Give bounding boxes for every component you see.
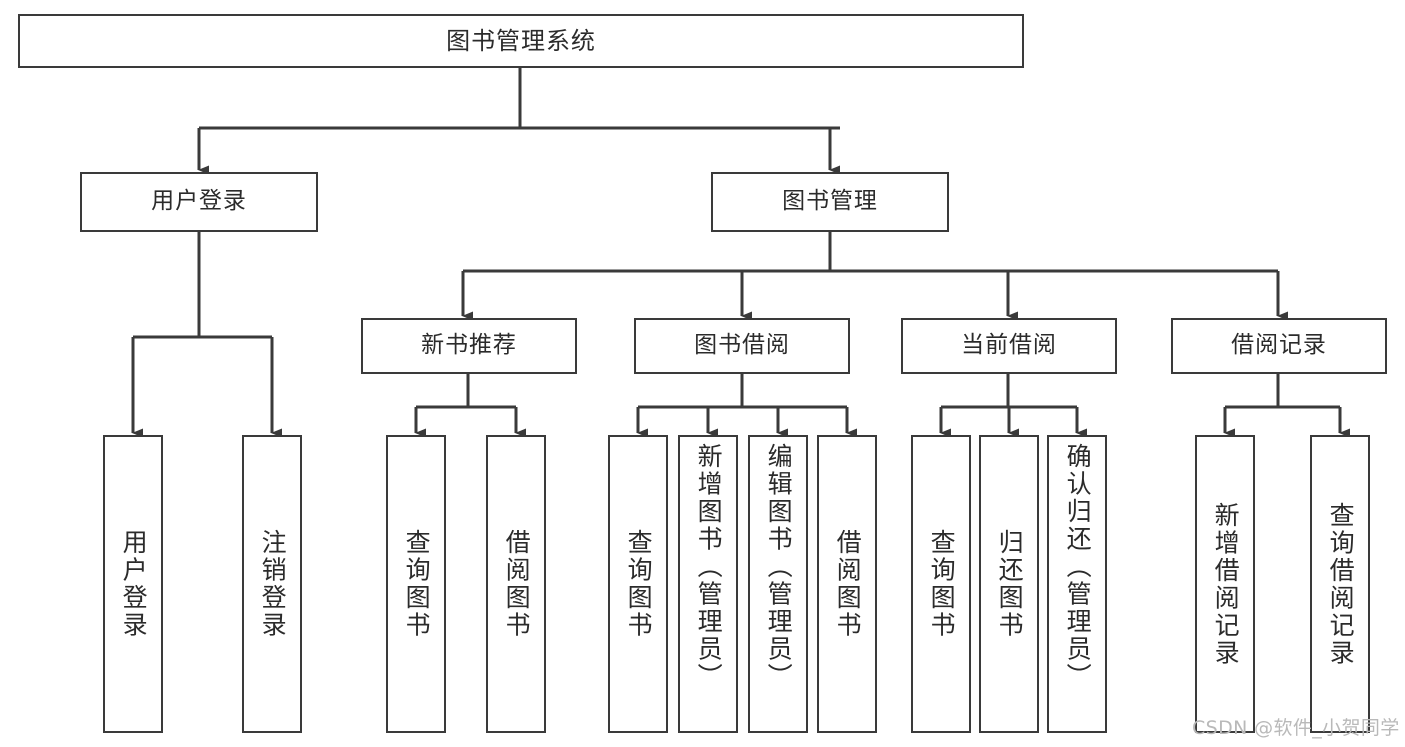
node-label: 借阅图书 bbox=[502, 529, 532, 639]
node-root-book-management-system[interactable]: 图书管理系统 bbox=[18, 14, 1024, 68]
node-label: 借阅图书 bbox=[833, 529, 863, 639]
node-label: 查询图书 bbox=[624, 529, 654, 639]
leaf-current-query-book[interactable]: 查询图书 bbox=[911, 435, 971, 733]
leaf-newbook-query-book[interactable]: 查询图书 bbox=[386, 435, 446, 733]
node-label: 借阅记录 bbox=[1231, 332, 1327, 359]
leaf-borrow-add-book-admin[interactable]: 新增图书（管理员） bbox=[678, 435, 738, 733]
watermark-text: CSDN @软件_小贺同学 bbox=[1192, 717, 1400, 739]
node-label: 编辑图书（管理员） bbox=[764, 443, 794, 691]
leaf-record-add-borrow-record[interactable]: 新增借阅记录 bbox=[1195, 435, 1255, 733]
node-label: 新书推荐 bbox=[421, 332, 517, 359]
node-book-borrow[interactable]: 图书借阅 bbox=[634, 318, 850, 374]
leaf-current-return-book[interactable]: 归还图书 bbox=[979, 435, 1039, 733]
node-label: 当前借阅 bbox=[961, 332, 1057, 359]
node-label: 用户登录 bbox=[119, 529, 149, 639]
node-label: 查询图书 bbox=[927, 529, 957, 639]
node-borrow-record[interactable]: 借阅记录 bbox=[1171, 318, 1387, 374]
node-label: 新增图书（管理员） bbox=[694, 443, 724, 691]
node-current-borrow[interactable]: 当前借阅 bbox=[901, 318, 1117, 374]
node-label: 注销登录 bbox=[258, 529, 288, 639]
node-label: 用户登录 bbox=[151, 188, 247, 215]
node-user-login[interactable]: 用户登录 bbox=[80, 172, 318, 232]
leaf-borrow-borrow-book[interactable]: 借阅图书 bbox=[817, 435, 877, 733]
node-label: 查询借阅记录 bbox=[1326, 501, 1356, 667]
leaf-logout-login[interactable]: 注销登录 bbox=[242, 435, 302, 733]
leaf-borrow-edit-book-admin[interactable]: 编辑图书（管理员） bbox=[748, 435, 808, 733]
node-label: 归还图书 bbox=[995, 529, 1025, 639]
node-label: 图书借阅 bbox=[694, 332, 790, 359]
node-label: 图书管理 bbox=[782, 188, 878, 215]
leaf-user-login[interactable]: 用户登录 bbox=[103, 435, 163, 733]
leaf-newbook-borrow-book[interactable]: 借阅图书 bbox=[486, 435, 546, 733]
node-label: 图书管理系统 bbox=[446, 26, 596, 55]
node-new-book-recommend[interactable]: 新书推荐 bbox=[361, 318, 577, 374]
node-book-management[interactable]: 图书管理 bbox=[711, 172, 949, 232]
leaf-record-query-borrow-record[interactable]: 查询借阅记录 bbox=[1310, 435, 1370, 733]
leaf-current-confirm-return-admin[interactable]: 确认归还（管理员） bbox=[1047, 435, 1107, 733]
node-label: 确认归还（管理员） bbox=[1063, 443, 1093, 691]
node-label: 查询图书 bbox=[402, 529, 432, 639]
leaf-borrow-query-book[interactable]: 查询图书 bbox=[608, 435, 668, 733]
node-label: 新增借阅记录 bbox=[1211, 501, 1241, 667]
